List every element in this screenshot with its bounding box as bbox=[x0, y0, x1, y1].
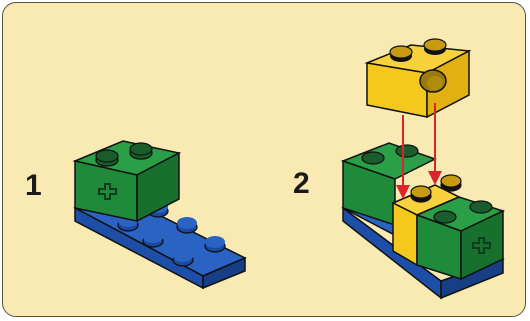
step-2-assembly bbox=[340, 38, 506, 300]
plus-axle-icon-2 bbox=[472, 237, 491, 254]
step-1-number: 1 bbox=[25, 169, 42, 202]
step-2-number: 2 bbox=[293, 167, 310, 200]
red-down-arrow-icon bbox=[396, 103, 442, 199]
build-illustration bbox=[72, 38, 506, 300]
step-1-assembly bbox=[72, 140, 247, 290]
plus-axle-icon bbox=[98, 183, 117, 200]
yellow-technic-brick bbox=[364, 38, 472, 119]
green-brick bbox=[72, 140, 182, 223]
green-brick-front bbox=[414, 196, 506, 281]
instruction-panel: 1 2 bbox=[2, 2, 526, 317]
green-brick-back bbox=[340, 142, 437, 227]
yellow-brick-attached bbox=[391, 174, 462, 267]
